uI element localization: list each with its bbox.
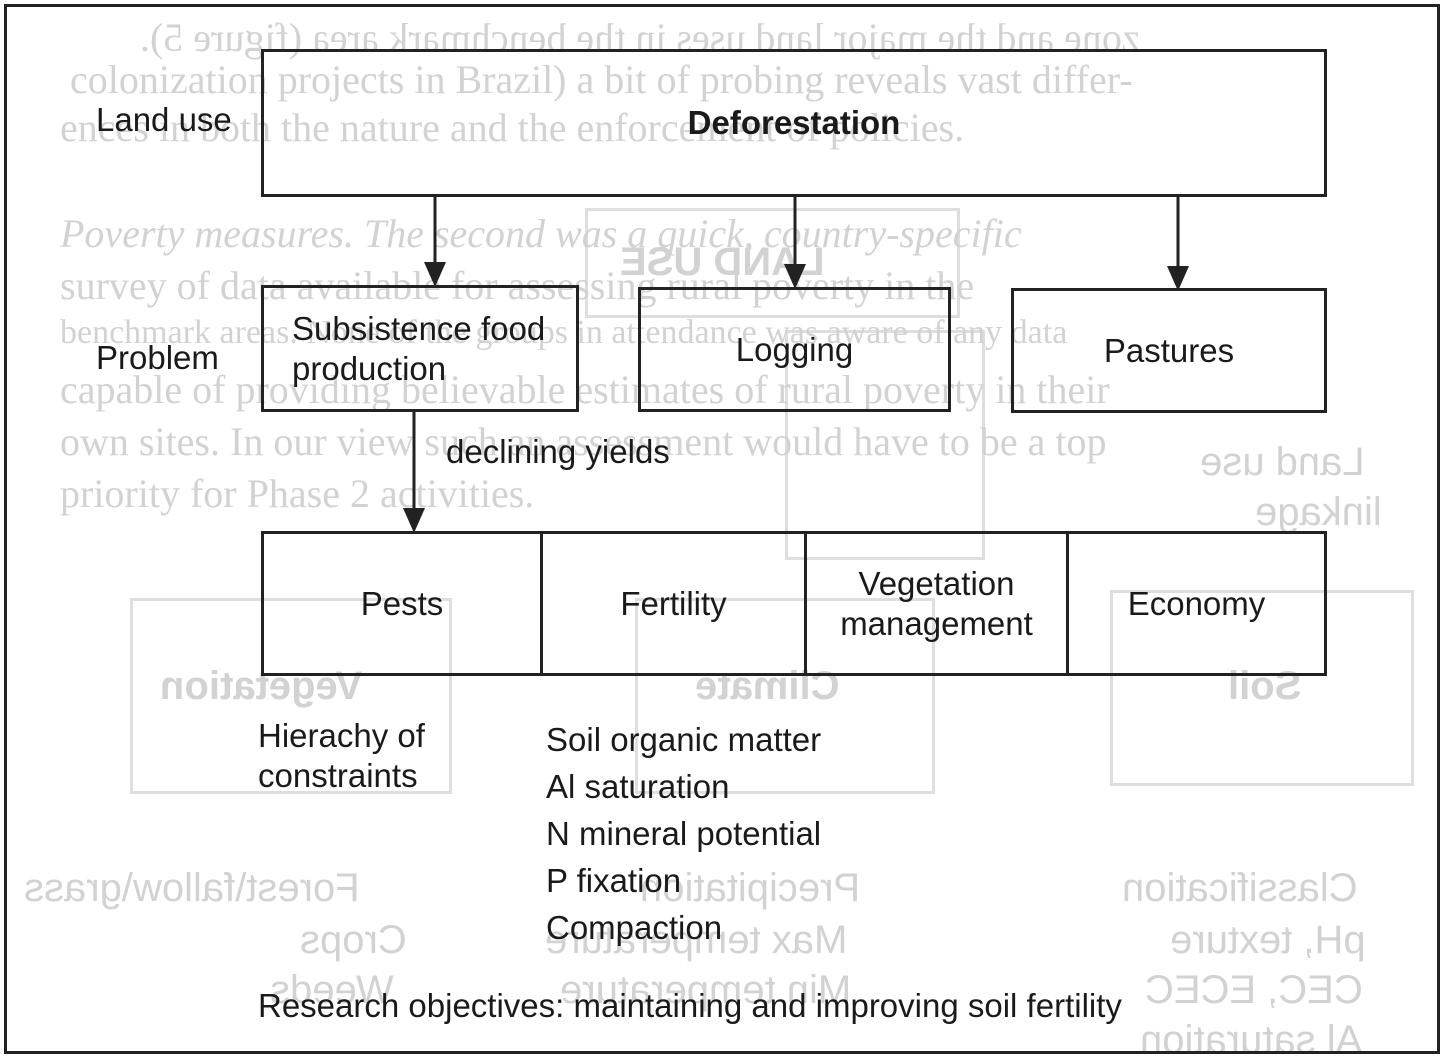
arrowhead-subsistence	[424, 262, 446, 287]
pastures-box: Pastures	[1011, 288, 1327, 413]
fertility-box: Fertility	[540, 531, 807, 676]
declining-yields-label: declining yields	[446, 433, 670, 470]
list-item: Soil organic matter	[546, 721, 822, 758]
pests-box: Pests	[261, 531, 543, 676]
pests-label: Pests	[360, 584, 444, 622]
vegetation-label-line-1: Vegetation	[858, 564, 1015, 602]
subsistence-box: Subsistence food production	[261, 285, 579, 412]
deforestation-label: Deforestation	[687, 104, 901, 142]
arrowhead-constraints	[403, 508, 425, 533]
vegetation-management-box: Vegetation management	[804, 531, 1069, 676]
arrowhead-pastures	[1167, 266, 1189, 291]
list-item: Compaction	[546, 909, 723, 946]
hierarchy-label-line-1: Hierachy of	[258, 717, 425, 754]
arrowhead-logging	[784, 264, 806, 289]
economy-box: Economy	[1066, 531, 1327, 676]
ghost-center-box	[785, 330, 985, 560]
ghost-climate-box	[635, 598, 935, 794]
pastures-label: Pastures	[1103, 331, 1235, 369]
hierarchy-label-line-2: constraints	[258, 756, 418, 794]
row-label-land-use: Land use	[96, 101, 232, 138]
ghost-vegetation-box	[130, 598, 452, 794]
hierarchy-label: Hierachy of constraints	[258, 716, 425, 795]
vegetation-label-line-2: management	[840, 604, 1033, 642]
fertility-factors-list: Soil organic matter Al saturation N mine…	[546, 716, 821, 951]
row-label-problem: Problem	[96, 339, 219, 376]
research-objectives: Research objectives: maintaining and imp…	[258, 987, 1122, 1024]
deforestation-box: Deforestation	[261, 49, 1327, 197]
list-item: N mineral potential	[546, 815, 822, 852]
logging-box: Logging	[638, 287, 951, 412]
list-item: P fixation	[546, 862, 682, 899]
subsistence-label-line-1: Subsistence food	[292, 309, 546, 347]
figure-frame	[4, 4, 1440, 1054]
ghost-soil-box	[1110, 590, 1414, 786]
subsistence-label-line-2: production	[292, 349, 447, 387]
economy-label: Economy	[1127, 584, 1266, 622]
logging-label: Logging	[735, 330, 854, 368]
fertility-label: Fertility	[620, 584, 727, 622]
list-item: Al saturation	[546, 768, 730, 805]
ghost-top-box	[585, 208, 960, 318]
